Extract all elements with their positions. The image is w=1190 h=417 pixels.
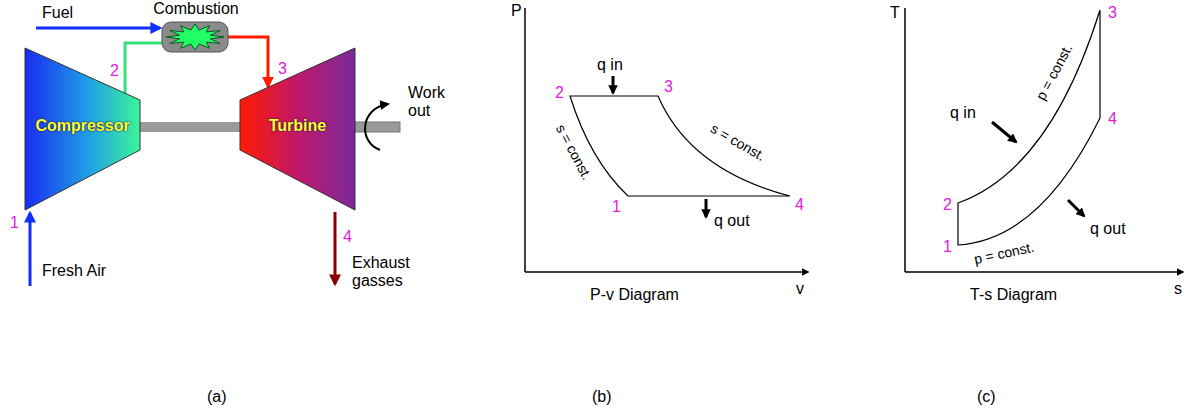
s-axis (905, 271, 1183, 273)
combustion-chamber: Combustion (150, 0, 242, 54)
ts-cycle (958, 10, 1100, 245)
exhaust-arrow (334, 212, 337, 284)
state-number: 1 (612, 198, 621, 216)
q-out-arrow (705, 199, 708, 217)
q-in-arrow (992, 122, 1016, 142)
turbine-shape: Turbine (240, 48, 355, 210)
state-number: 1 (10, 214, 19, 232)
fresh-air-arrow (29, 213, 32, 286)
state-number: 3 (1108, 4, 1117, 22)
heat-label: q out (1090, 220, 1126, 238)
process-label: p = const. (972, 238, 1036, 268)
flow-label: Work out (408, 84, 458, 120)
axis-label: T (890, 4, 900, 22)
state-number: 2 (110, 62, 119, 80)
flame-burst (166, 24, 224, 50)
node-heading: Combustion (150, 0, 242, 18)
state-number: 4 (343, 228, 352, 246)
q-out-arrow (1068, 200, 1084, 216)
panel-caption: (b) (592, 388, 612, 406)
state-number: 1 (943, 238, 952, 256)
state-number: 3 (278, 60, 287, 78)
component-name: Compressor (35, 117, 129, 135)
p-axis (524, 8, 526, 272)
state-number: 2 (943, 196, 952, 214)
panel-caption: (a) (207, 388, 227, 406)
component-name: Turbine (269, 117, 326, 135)
shaft-extension (354, 122, 400, 132)
process-label: s = const. (552, 121, 596, 183)
state-number: 3 (664, 78, 673, 96)
v-axis (525, 271, 808, 273)
hot-gas-duct (228, 37, 268, 86)
q-in-arrow (612, 76, 615, 93)
fuel-arrow (36, 27, 160, 30)
heat-label: q out (714, 212, 750, 230)
t-axis (904, 8, 906, 272)
air-duct (125, 43, 162, 95)
state-number: 2 (555, 84, 564, 102)
flow-label: Exhaust gasses (352, 254, 422, 290)
chart-title: T-s Diagram (970, 286, 1057, 304)
state-number: 4 (1108, 110, 1117, 128)
pv-cycle (570, 96, 790, 196)
state-number: 4 (795, 196, 804, 214)
process-label: s = const. (707, 119, 768, 165)
axis-label: s (1174, 280, 1182, 298)
panel-caption: (c) (977, 388, 996, 406)
heat-label: q in (597, 56, 623, 74)
work-out-arrow (365, 104, 388, 150)
flow-label: Fresh Air (42, 262, 106, 280)
note: Fuel (42, 4, 73, 22)
drive-shaft (139, 122, 241, 132)
axis-label: P (511, 2, 522, 20)
compressor-shape: Compressor (25, 48, 140, 210)
axis-label: v (796, 280, 804, 298)
process-label: p = const. (1032, 41, 1077, 103)
chart-title: P-v Diagram (590, 286, 679, 304)
heat-label: q in (950, 104, 976, 122)
